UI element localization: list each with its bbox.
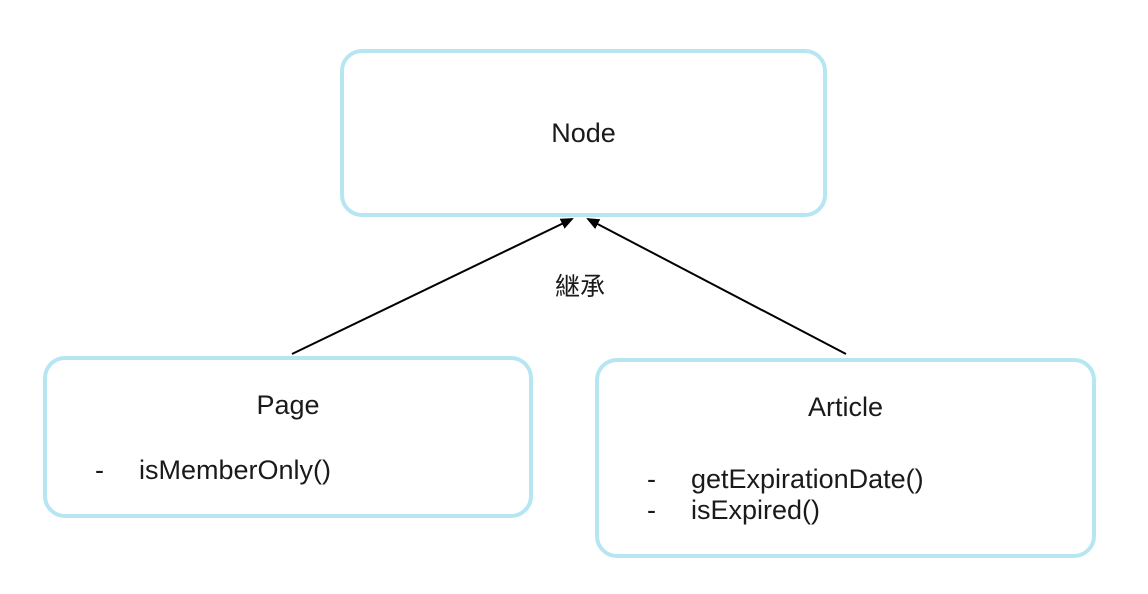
method-is-expired: isExpired() [691,495,821,525]
method-bullet: - [95,455,104,485]
method-row: - isMemberOnly() [95,455,529,486]
article-title: Article [807,392,883,422]
node-title: Node [551,117,616,148]
method-row: - getExpirationDate() [647,464,1092,495]
method-is-member-only: isMemberOnly() [139,455,332,485]
method-get-expiration-date: getExpirationDate() [691,464,924,494]
inheritance-edge-label: 継承 [554,273,605,301]
page-title: Page [256,390,320,420]
class-box-page: Page - isMemberOnly() [43,356,533,518]
method-bullet: - [647,495,656,525]
method-bullet: - [647,464,656,494]
class-box-node: Node [340,49,827,217]
page-method-list: - isMemberOnly() [95,455,529,486]
method-row: - isExpired() [647,495,1092,526]
article-method-list: - getExpirationDate() - isExpired() [647,464,1092,526]
class-box-article: Article - getExpirationDate() - isExpire… [595,358,1096,558]
